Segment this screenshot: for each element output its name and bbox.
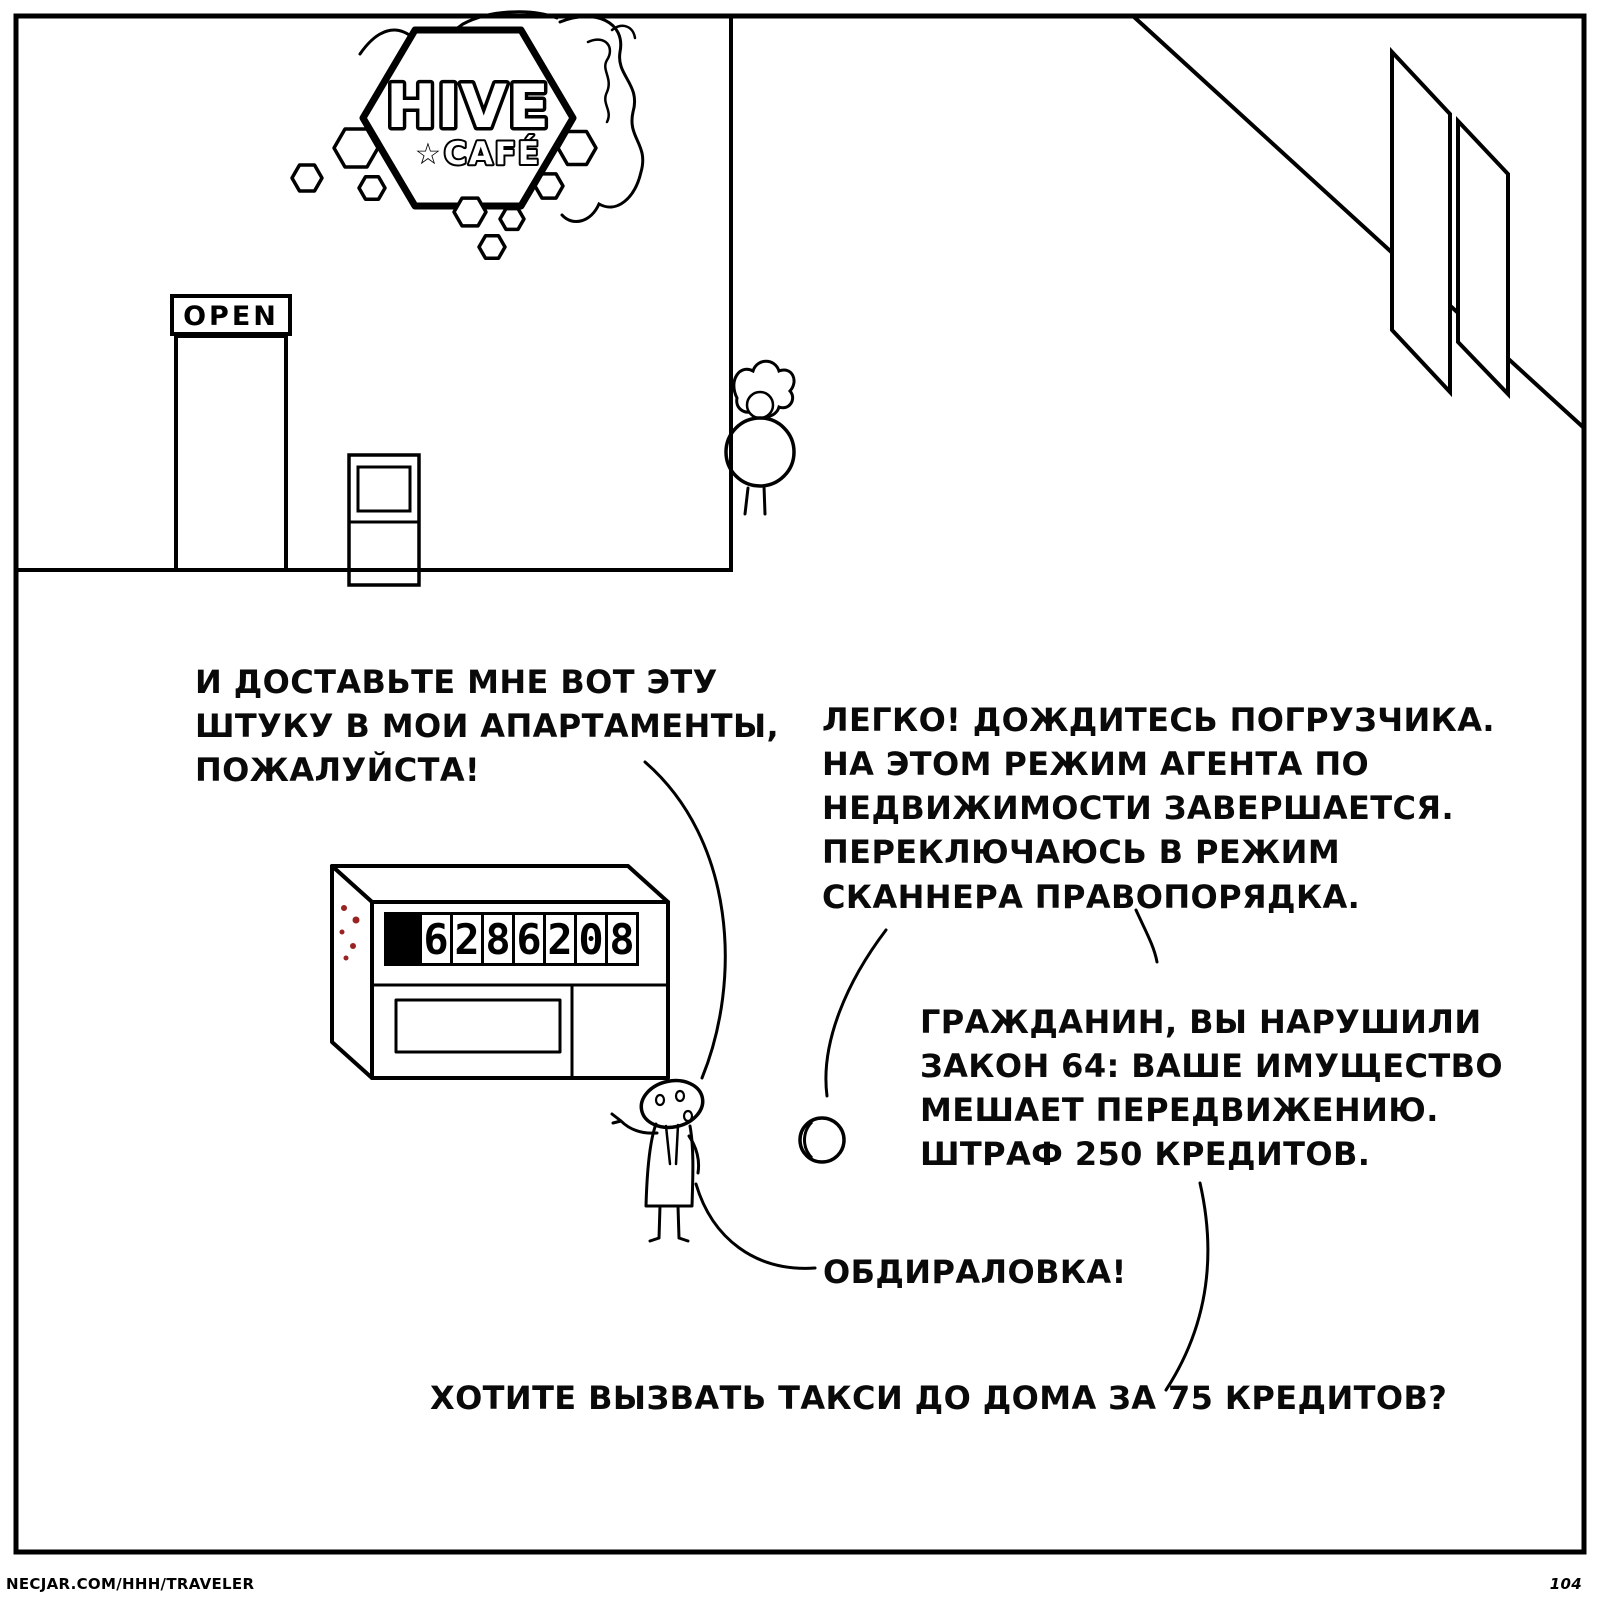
speech-taxi-offer: ХОТИТЕ ВЫЗВАТЬ ТАКСИ ДО ДОМА ЗА 75 КРЕДИ… — [430, 1379, 1448, 1417]
logo-star-icon: ☆ — [415, 137, 442, 172]
counter-digit: 2 — [543, 912, 577, 966]
peeking-character — [724, 359, 796, 516]
delivery-machine — [330, 864, 670, 1080]
hive-cafe-logo: HIVE ☆ CAFÉ — [359, 26, 577, 210]
customer-coat — [644, 1122, 695, 1208]
speech-drone-reply: ЛЕГКО! ДОЖДИТЕСЬ ПОГРУЗЧИКА. НА ЭТОМ РЕЖ… — [822, 701, 1495, 916]
customer-character — [610, 1078, 705, 1243]
police-drone — [798, 1116, 846, 1164]
counter-digit: 6 — [419, 912, 453, 966]
window-1 — [1390, 46, 1452, 398]
logo-hive-text: HIVE — [386, 72, 550, 142]
drone-lens — [803, 1120, 814, 1160]
peeking-body — [724, 416, 796, 488]
customer-eye-right — [674, 1089, 686, 1103]
speech-customer-request: И ДОСТАВЬТЕ МНЕ ВОТ ЭТУ ШТУКУ В МОИ АПАР… — [195, 663, 780, 790]
counter-leading-cell — [384, 912, 422, 966]
speech-tails — [643, 760, 1210, 1392]
tail-taxi-offer — [1164, 1181, 1210, 1392]
open-sign-label: OPEN — [183, 301, 279, 332]
customer-eye-left — [654, 1093, 666, 1107]
customer-mouth — [682, 1109, 694, 1123]
speech-customer-exclaim: ОБДИРАЛОВКА! — [823, 1253, 1127, 1291]
counter-digit: 0 — [574, 912, 608, 966]
footer-url: NECJAR.COM/HHH/TRAVELER — [6, 1575, 255, 1593]
tail-fine-notice — [1134, 908, 1159, 964]
page-number: 104 — [1549, 1575, 1582, 1593]
counter-digit: 8 — [481, 912, 515, 966]
red-splatter — [339, 905, 360, 961]
peeking-legs — [743, 484, 767, 516]
counter-digit: 2 — [450, 912, 484, 966]
tail-customer-request — [643, 760, 727, 1080]
panel-border — [13, 13, 1587, 1555]
window-2 — [1456, 115, 1510, 399]
customer-head — [639, 1078, 705, 1130]
cafe-door — [174, 334, 288, 572]
corridor-wall — [1131, 14, 1586, 430]
logo-cafe-text: CAFÉ — [444, 136, 541, 172]
customer-legs — [648, 1204, 690, 1243]
open-sign: OPEN — [170, 294, 292, 336]
hexagon-decorations — [290, 127, 598, 261]
speech-fine-notice: ГРАЖДАНИН, ВЫ НАРУШИЛИ ЗАКОН 64: ВАШЕ ИМ… — [920, 1003, 1504, 1174]
ticket-kiosk — [347, 453, 421, 587]
cafe-walls — [16, 16, 733, 572]
tail-drone-reply — [824, 928, 888, 1098]
customer-arm-raised — [610, 1112, 659, 1135]
tail-customer-exclaim — [694, 1182, 817, 1270]
counter-digit: 6 — [512, 912, 546, 966]
logo-hexagon — [359, 26, 577, 210]
counter-digit: 8 — [605, 912, 639, 966]
customer-arm-down — [687, 1134, 701, 1175]
peeking-face — [745, 390, 775, 420]
customer-lapels — [664, 1123, 680, 1166]
